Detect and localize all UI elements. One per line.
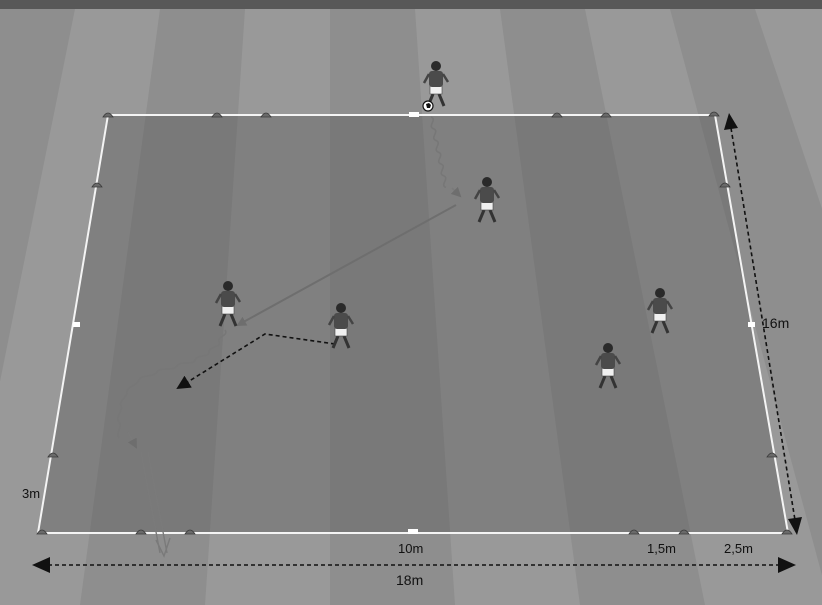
dribble-arrow-left <box>127 431 137 449</box>
cone-marker-icon <box>628 529 640 535</box>
dribble-path-left <box>117 329 227 439</box>
shot-line-b <box>147 451 168 554</box>
left-mid-mark <box>73 322 80 327</box>
run-arrow <box>176 333 336 390</box>
zone-b-label: 2,5m <box>724 541 753 556</box>
player-figure-icon <box>214 281 242 327</box>
cone-marker-icon <box>36 529 48 535</box>
left-zone-label: 3m <box>22 486 40 501</box>
center-mark-label: 10m <box>398 541 423 556</box>
soccer-ball-patch <box>426 103 431 108</box>
cone-marker-icon <box>211 112 223 118</box>
cone-marker-icon <box>600 112 612 118</box>
shot-line-a <box>140 451 161 554</box>
players <box>214 61 674 389</box>
field-width-label: 16m <box>762 315 789 331</box>
cone-marker-icon <box>708 111 720 117</box>
player-figure-icon <box>327 303 355 349</box>
dribble-path-top <box>430 116 447 189</box>
cone-marker-icon <box>260 112 272 118</box>
right-mid-mark <box>748 322 755 327</box>
training-area <box>38 115 788 533</box>
player-figure-icon <box>594 343 622 389</box>
cone-marker-icon <box>766 452 778 458</box>
length-arrow-right-icon <box>778 557 796 573</box>
top-center-mark <box>409 112 419 117</box>
cone-marker-icon <box>551 112 563 118</box>
grass-stripe <box>755 9 822 209</box>
zone-a-label: 1,5m <box>647 541 676 556</box>
top-bar <box>0 0 822 9</box>
cone-marker-icon <box>47 452 59 458</box>
width-dimension-line <box>730 127 796 521</box>
grass-stripes <box>0 9 822 605</box>
pass-arrow <box>236 204 457 326</box>
cone-marker-icon <box>719 182 731 188</box>
cone-marker-icon <box>184 529 196 535</box>
length-arrow-left-icon <box>32 557 50 573</box>
width-arrow-bottom-icon <box>788 517 802 535</box>
player-figure-icon <box>646 288 674 334</box>
cone-marker-icon <box>781 529 793 535</box>
player-figure-icon <box>422 61 450 107</box>
grass-stripe <box>0 9 160 605</box>
cone-marker-icon <box>91 182 103 188</box>
cone-markers <box>36 111 793 535</box>
player-figure-icon <box>473 177 501 223</box>
cone-marker-icon <box>135 529 147 535</box>
field-length-label: 18m <box>396 572 423 588</box>
grass-stripe <box>585 9 822 605</box>
cone-marker-icon <box>102 112 114 118</box>
cone-marker-icon <box>678 529 690 535</box>
dribble-arrow-top <box>450 186 462 198</box>
shot-arrow-head <box>155 537 171 558</box>
grass-stripe <box>205 9 330 605</box>
grass-stripe <box>415 9 580 605</box>
bottom-center-mark <box>408 529 418 534</box>
width-arrow-top-icon <box>724 113 738 130</box>
